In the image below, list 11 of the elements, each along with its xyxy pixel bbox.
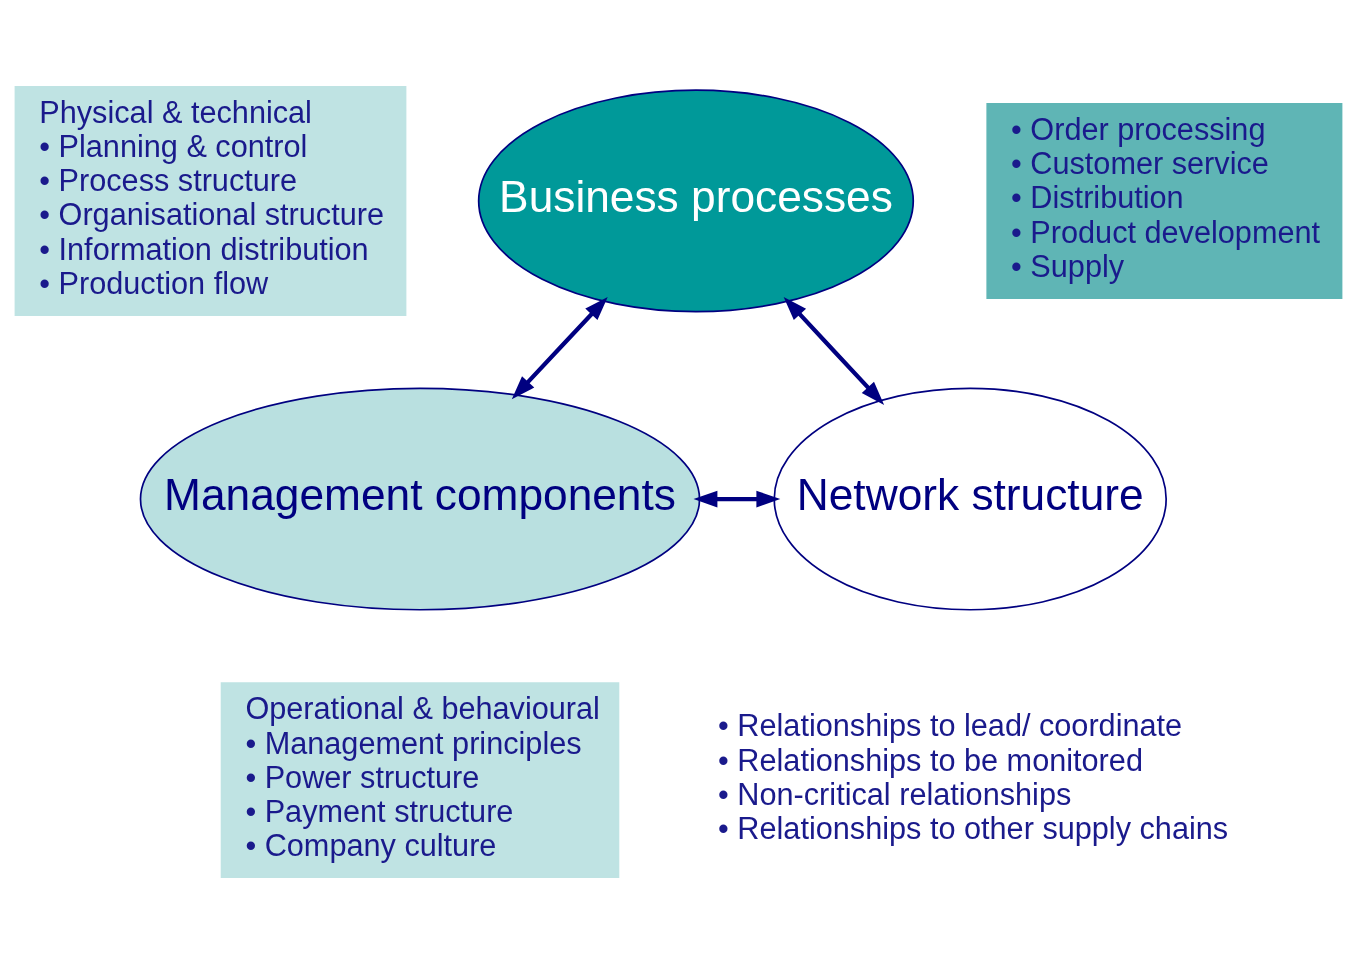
label: • Relationships to lead/ coordinate bbox=[718, 707, 1183, 742]
node-box: Physical & technical • Planning & control • Process structure • Organisational structure • Information distribution • Production flow bbox=[14, 85, 407, 316]
node-box: Operational & behavioural • Management principles • Power structure • Payment structure • Company culture bbox=[220, 681, 620, 878]
arrow bbox=[693, 490, 781, 507]
arrow bbox=[511, 296, 608, 399]
node-box: • Order processing • Customer service • Distribution • Product development • Supply bbox=[986, 102, 1343, 299]
label: • Relationships to be monitored bbox=[718, 742, 1143, 777]
node-ellipse: Network structure bbox=[773, 386, 1167, 611]
node-ellipse: Management components bbox=[139, 386, 701, 611]
node-ellipse: Business processes bbox=[477, 88, 915, 312]
arrow bbox=[783, 296, 885, 405]
